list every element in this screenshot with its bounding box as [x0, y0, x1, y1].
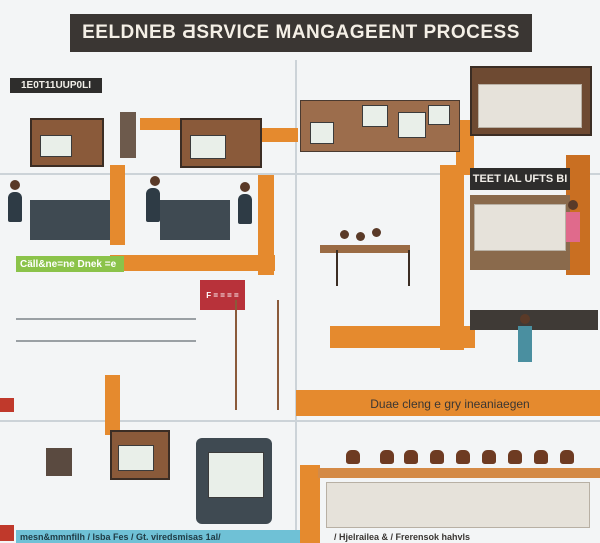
file-cabinet	[474, 204, 566, 251]
kiosk-screen	[208, 452, 264, 498]
person-body	[566, 212, 580, 242]
tower-structure	[235, 300, 279, 410]
caption-bottom-left: mesn&mmnfilh / lsba Fes / Gt. viredsmisa…	[16, 530, 300, 543]
picture-frame	[362, 105, 388, 127]
person-head	[372, 228, 381, 237]
connector-pipe	[140, 118, 180, 130]
connector-pipe	[258, 175, 274, 275]
caption-bottom-right: / Hjelrailea & / Frerensok hahvls	[334, 531, 471, 542]
shelf-line	[16, 318, 196, 320]
connector-pipe	[330, 326, 475, 348]
connector-pipe	[296, 390, 600, 416]
shelf-line	[16, 340, 196, 342]
person-head	[340, 230, 349, 239]
cup	[346, 450, 360, 464]
person-body	[238, 194, 252, 224]
process-banner: Duae cleng e gry ineaniaegen	[370, 397, 530, 411]
person-body	[146, 188, 160, 222]
office-room	[30, 118, 104, 167]
person-head	[10, 180, 20, 190]
table-legs	[336, 250, 410, 286]
cup	[404, 450, 418, 464]
product-shelf	[326, 482, 590, 528]
person-head	[356, 232, 365, 241]
server-tower	[120, 112, 136, 158]
person-head	[240, 182, 250, 192]
monitor	[190, 135, 226, 159]
cup	[456, 450, 470, 464]
cup	[534, 450, 548, 464]
connector-pipe	[105, 375, 120, 435]
monitor	[118, 445, 154, 471]
monitor	[40, 135, 72, 157]
picture-frame	[398, 112, 426, 138]
red-marker	[0, 525, 14, 541]
divider-line	[0, 420, 600, 422]
cup	[560, 450, 574, 464]
connector-pipe	[258, 128, 298, 142]
person-head	[520, 314, 530, 324]
connector-pipe	[440, 165, 464, 350]
shelf-contents	[478, 84, 582, 128]
cup	[380, 450, 394, 464]
picture-frame	[428, 105, 450, 125]
connector-pipe	[456, 120, 474, 175]
cafe-counter	[318, 468, 600, 478]
workstation	[160, 200, 230, 240]
info-sign: F = = = =	[200, 280, 245, 310]
section-label-top-left: 1E0T11UUP0LI	[10, 78, 102, 93]
cup	[508, 450, 522, 464]
meeting-table	[320, 245, 410, 253]
cabinet	[46, 448, 72, 476]
person-body	[518, 326, 532, 362]
divider-line	[295, 60, 297, 540]
red-marker	[0, 398, 14, 412]
green-banner: Cäll&ne=ne Dnek =e	[16, 256, 124, 272]
person-body	[8, 192, 22, 222]
cup	[430, 450, 444, 464]
connector-pipe	[110, 255, 275, 271]
cup	[482, 450, 496, 464]
counter	[470, 310, 598, 330]
divider-line	[0, 173, 600, 175]
picture-frame	[310, 122, 334, 144]
connector-pipe	[110, 165, 125, 245]
workstation	[30, 200, 110, 240]
page-title: EELDNEB ƋSRVICE MANGAGEENT PROCESS	[70, 14, 532, 52]
section-label-right: TEET IAL UFTS BI	[470, 168, 570, 190]
person-head	[568, 200, 578, 210]
connector-pipe	[300, 465, 320, 543]
person-head	[150, 176, 160, 186]
